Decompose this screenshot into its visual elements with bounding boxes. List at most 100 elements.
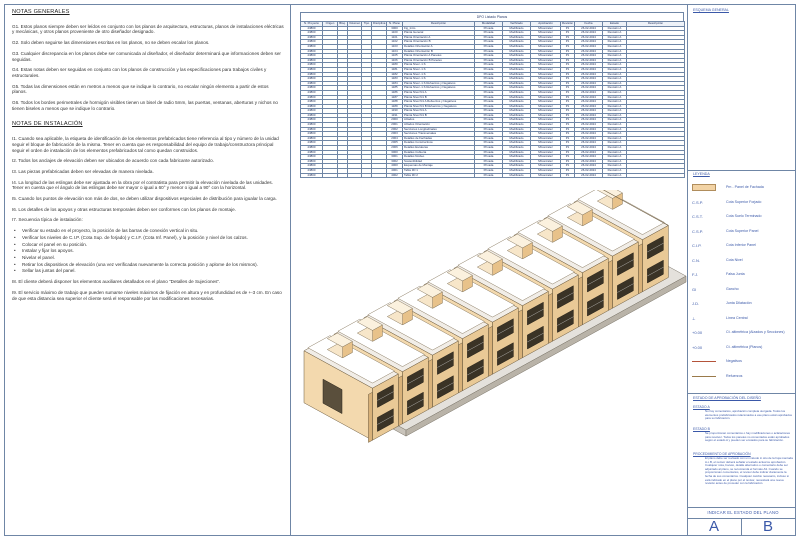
window-mullion [617,283,634,293]
table-cell: P1 [560,172,575,179]
status-letter-a[interactable]: A [709,518,720,535]
sequence-step: Nivelar el panel. [12,255,284,261]
install-note: I1. Cuando sea aplicable, la etiqueta de… [12,136,279,153]
general-note: G6. Todos los bordes perimetrales de hor… [12,100,278,111]
estado-divider [687,393,796,394]
install-note: I7. Secuencia típica de instalación: [12,217,83,223]
legend-symbol: GI [692,286,697,292]
legend-item: ⊥ Línea Central [690,313,794,325]
unit-parapet [547,203,636,252]
unit-fin [608,259,613,311]
legend-symbol: ⊥ [692,315,696,321]
install-note: I8. El cliente deberá disponer los eleme… [12,279,221,285]
window-mullion [557,292,574,302]
legend-symbol: +0.00 [692,344,703,350]
legend-label: Cota Suelo Terminado [726,214,762,218]
table-cell: Revisión A [602,172,627,179]
legend-label: Cota Inferior Panel [726,243,756,247]
install-note: I3. Las piezas prefabricadas deben ser e… [12,168,154,174]
column-divider-right [687,4,688,536]
table-cell [322,172,338,179]
legend-label: Pm - Panel de Fachada [726,185,764,189]
unit-fin [398,375,403,427]
window-mullion [377,415,394,425]
table-cell [626,172,685,179]
install-note: I9. El servicio máximo de trabajo que pu… [12,289,282,301]
window-mullion [527,309,544,319]
legend-title: LEYENDA [693,172,710,176]
general-note: G3. Cualquier discrepancia en los planos… [12,50,281,62]
unit-parapet [397,285,486,334]
unit-parapet [367,302,456,351]
table-cell: MGonzalez [530,172,561,179]
legend-item: Negativos [690,356,794,368]
legend-item: Refuerzos [690,371,794,383]
rooftop-box-top [356,316,384,331]
rooftop-box-top [446,266,474,282]
legend-item: C.S.T.Cota Suelo Terminado [690,211,794,223]
window-mullion [377,391,394,401]
esquema-label: ESQUEMA GENERAL [693,8,729,12]
unit-side-opening [322,378,343,415]
rooftop-box-top [476,250,504,265]
legend-item: C.I.P.Cota Inferior Panel [690,240,794,252]
legend-symbol [692,373,716,380]
window-mullion [617,259,634,269]
window-mullion [407,375,424,385]
legend-label: Junta Dilatación [726,301,752,305]
install-note: I6. Los detalles de los apoyos y otras e… [12,206,236,212]
table-cell: Tabla 3D 2 [402,172,475,179]
unit-parapet [457,252,546,301]
window-mullion [497,325,514,335]
rooftop-box-top [536,217,564,232]
window-mullion [587,300,604,310]
unit-parapet [487,236,576,285]
table-cell: 26-02-2024 [574,172,603,179]
estado-a-description: No hay comentarios, aprobación completa … [705,409,792,421]
estado-b-description: Se proporcionan comentarios o hay modifi… [705,431,790,443]
install-note: I2. Todos los anclajes de elevación debe… [12,158,214,164]
indicar-estado-label: INDICAR EL ESTADO DEL PLANO [707,510,779,515]
unit-parapet [307,335,396,384]
sequence-step: Verificar su estado en el proyecto, la p… [12,228,284,234]
building-edge [603,190,669,226]
install-sequence-list: Verificar su estado en el proyecto, la p… [12,228,284,274]
legend-label: Línea Central [726,315,748,320]
legend-label: Cota Superior Forjado [726,199,762,204]
legend-label: Ct. altimétrica (Alzados y Secciones) [726,330,785,334]
sequence-step: Instalar y fijar los apoyos. [12,248,284,254]
table-cell: 4002 [386,172,403,179]
window-mullion [437,358,454,368]
legend-symbol: C.N. [692,257,700,263]
legend-symbol: C.S.P. [692,199,704,205]
legend-label: Gancho [726,286,739,291]
table-cell [371,172,387,179]
window-mullion [527,333,544,343]
estado-b-title: ESTADO B [693,427,710,431]
table-header-cell: Disciplina [371,21,387,27]
unit-fin [548,292,553,344]
general-note: G5. Todas las dimensiones están en metro… [12,83,269,95]
isometric-building-drawing [303,190,687,443]
legend-symbol [692,358,716,365]
status-letter-b[interactable]: B [763,518,774,535]
install-note: I5. Cuando los puntos de elevación son m… [12,196,277,202]
table-cell: Modificado [502,172,531,179]
window-mullion [647,267,664,277]
unit-fin [578,276,583,328]
legend-divider [687,170,796,171]
legend-symbol: J.D. [692,301,700,306]
rooftop-box-top [326,332,354,348]
table-header-cell: Revisión [560,21,575,27]
legend-symbol: C.S.P. [692,228,704,234]
